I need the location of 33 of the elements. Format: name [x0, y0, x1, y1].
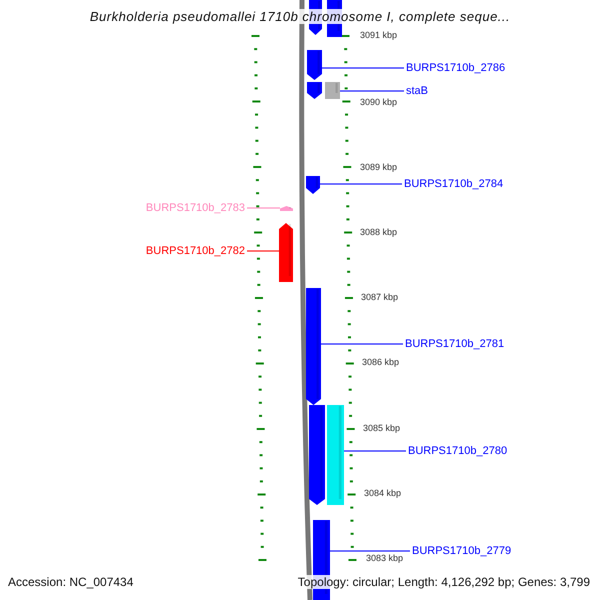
gene-feature: [325, 82, 340, 99]
gene-feature: [306, 288, 321, 405]
scale-label: 3085 kbp: [363, 423, 400, 433]
accession-text: Accession: NC_007434: [8, 575, 134, 589]
gene-label: BURPS1710b_2784: [404, 178, 504, 190]
title: Burkholderia pseudomallei 1710b chromosome I, complete seque...: [90, 9, 510, 24]
gene-feature: [327, 405, 344, 505]
leader-line: [330, 550, 410, 552]
gene-feature: [279, 223, 293, 282]
gene-feature: [307, 82, 322, 99]
scale-label: 3091 kbp: [360, 30, 398, 40]
gene-label: BURPS1710b_2786: [406, 62, 506, 74]
scale-label: 3089 kbp: [360, 162, 398, 172]
scale-label: 3087 kbp: [361, 292, 398, 302]
gene-label: staB: [406, 85, 428, 97]
scale-label: 3090 kbp: [360, 97, 398, 107]
gene-label: BURPS1710b_2779: [412, 545, 512, 557]
gene-label: BURPS1710b_2781: [405, 338, 504, 350]
scale-label: 3083 kbp: [366, 553, 404, 563]
gene-feature: [280, 206, 293, 211]
topology-text: Topology: circular; Length: 4,126,292 bp; Genes: 3,799: [298, 575, 590, 589]
scale-label: 3088 kbp: [360, 227, 398, 237]
gene-label: BURPS1710b_2783: [146, 202, 245, 214]
scale-label: 3086 kbp: [362, 357, 400, 367]
leader-line: [340, 90, 404, 92]
gene-feature: [307, 50, 322, 80]
leader-line: [344, 450, 406, 452]
gene-label: BURPS1710b_2782: [146, 245, 245, 257]
gene-label: BURPS1710b_2780: [408, 445, 508, 457]
leader-line: [246, 250, 280, 252]
gene-feature: [309, 405, 325, 505]
gene-feature: [306, 176, 320, 194]
scale-label: 3084 kbp: [364, 488, 402, 498]
